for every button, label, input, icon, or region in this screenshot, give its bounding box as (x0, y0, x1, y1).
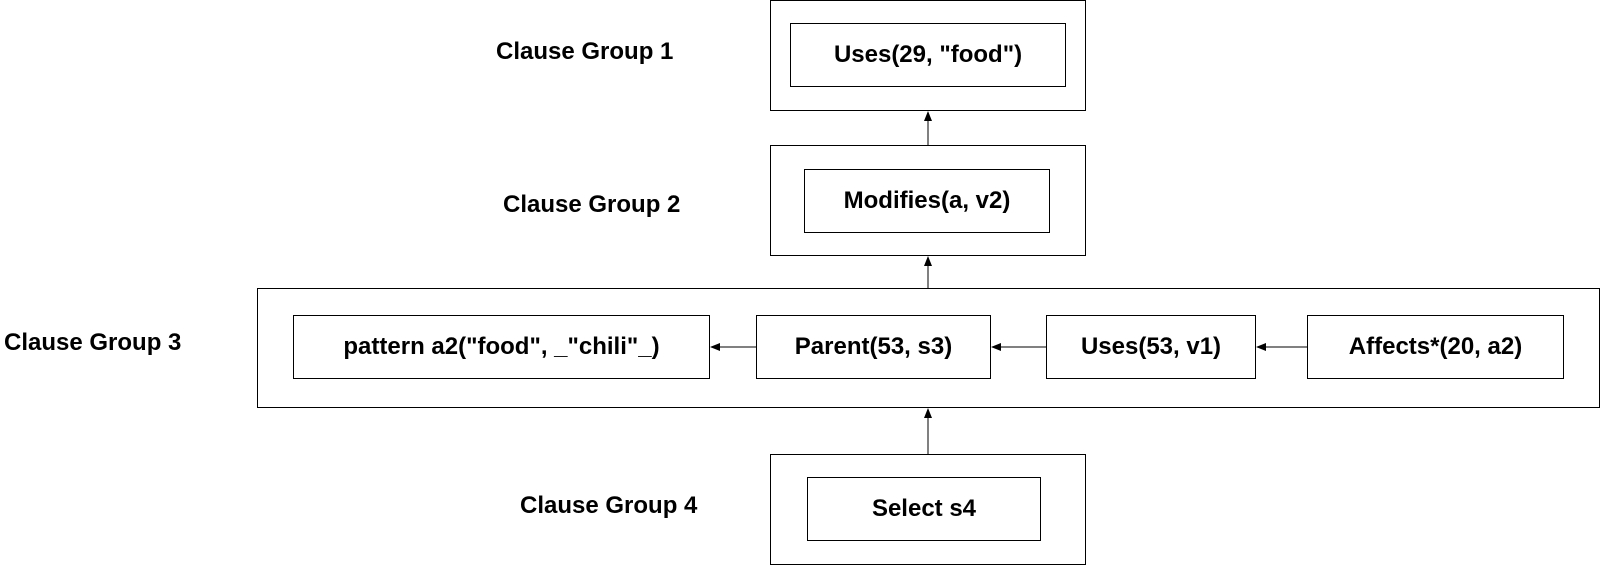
clause-modifies-a-v2: Modifies(a, v2) (804, 169, 1050, 233)
clause-group-3-label: Clause Group 3 (4, 329, 182, 356)
clause-pattern-a2: pattern a2("food", _"chili"_) (293, 315, 710, 379)
clause-parent-53-s3: Parent(53, s3) (756, 315, 991, 379)
clause-uses-53-v1: Uses(53, v1) (1046, 315, 1256, 379)
clause-uses-29-food: Uses(29, "food") (790, 23, 1066, 87)
clause-group-1-label: Clause Group 1 (496, 38, 674, 65)
clause-affects-star-20-a2: Affects*(20, a2) (1307, 315, 1564, 379)
clause-group-2-label: Clause Group 2 (503, 191, 681, 218)
clause-select-s4: Select s4 (807, 477, 1041, 541)
clause-group-4-label: Clause Group 4 (520, 492, 698, 519)
